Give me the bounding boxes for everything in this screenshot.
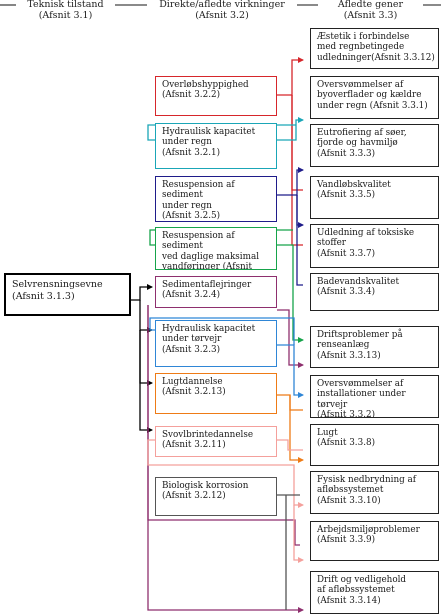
header-derived-nuisances: Afledte gener (Afsnit 3.3) [318,0,423,21]
node-odour: Lugt (Afsnit 3.3.8) [310,424,439,466]
node-biological-corrosion: Biologisk korrosion (Afsnit 3.2.12) [155,477,277,516]
node-resuspension-daily: Resuspension af sediment ved daglige mak… [155,227,277,270]
node-work-environment: Arbejdsmiljøproblemer (Afsnit 3.3.9) [310,521,439,561]
links-hydraulic-capacity-dry [149,317,304,398]
node-eutrophication: Eutrofiering af søer, fjorde og havmiljø… [310,124,439,167]
node-treatment-plant-problems: Driftsproblemer på renseanlæg (Afsnit 3.… [310,326,439,368]
node-bathing-water: Badevandskvalitet (Afsnit 3.3.4) [310,273,439,311]
header-derived-nuisances-ref: (Afsnit 3.3) [343,9,398,21]
node-sediment-deposits: Sedimentaflejringer (Afsnit 3.2.4) [155,276,277,308]
header-direct-effects-title: Direkte/afledte virkninger [159,0,285,10]
node-self-cleaning-capacity: Selvrensningsevne (Afsnit 3.1.3) [4,273,131,316]
node-aesthetics: Æstetik i forbindelse med regnbetingede … [310,28,439,69]
node-overflow-frequency: Overløbshyppighed (Afsnit 3.2.2) [155,76,277,116]
node-flooding-dry-weather: Oversvømmelser af installationer under t… [310,375,439,418]
node-odour-formation: Lugtdannelse (Afsnit 3.2.13) [155,373,277,414]
header-technical-condition: Teknisk tilstand (Afsnit 3.1) [18,0,113,21]
node-hydraulic-capacity-dry: Hydraulisk kapacitet under tørvejr (Afsn… [155,320,277,367]
header-direct-effects: Direkte/afledte virkninger (Afsnit 3.2) [147,0,297,21]
node-toxic-discharge: Udledning af toksiske stoffer (Afsnit 3.… [310,224,439,268]
header-derived-nuisances-title: Afledte gener [337,0,404,10]
node-hydraulic-capacity-rain: Hydraulisk kapacitet under regn (Afsnit … [155,123,277,169]
links-resuspension-rain [277,167,304,286]
node-hydrogen-sulphide: Svovlbrintedannelse (Afsnit 3.2.11) [155,426,277,457]
node-physical-degradation: Fysisk nedbrydning af afløbssystemet (Af… [310,471,439,514]
header-technical-condition-ref: (Afsnit 3.1) [38,9,93,21]
links-odour-formation [277,394,304,463]
links-overflow-frequency [277,57,304,246]
header-technical-condition-title: Teknisk tilstand [27,0,104,10]
node-operation-maintenance: Drift og vedligehold af afløbssystemet (… [310,571,439,614]
node-resuspension-rain: Resuspension af sediment under regn (Afs… [155,176,277,222]
links-hydrogen-sulphide [147,439,304,563]
links-self-cleaning [130,284,153,433]
header-direct-effects-ref: (Afsnit 3.2) [195,9,249,21]
links-biological-corrosion [277,494,300,610]
node-stream-quality: Vandløbskvalitet (Afsnit 3.3.5) [310,176,439,219]
node-flooding-rain: Oversvømmelser af byoverflader og kældre… [310,76,439,119]
